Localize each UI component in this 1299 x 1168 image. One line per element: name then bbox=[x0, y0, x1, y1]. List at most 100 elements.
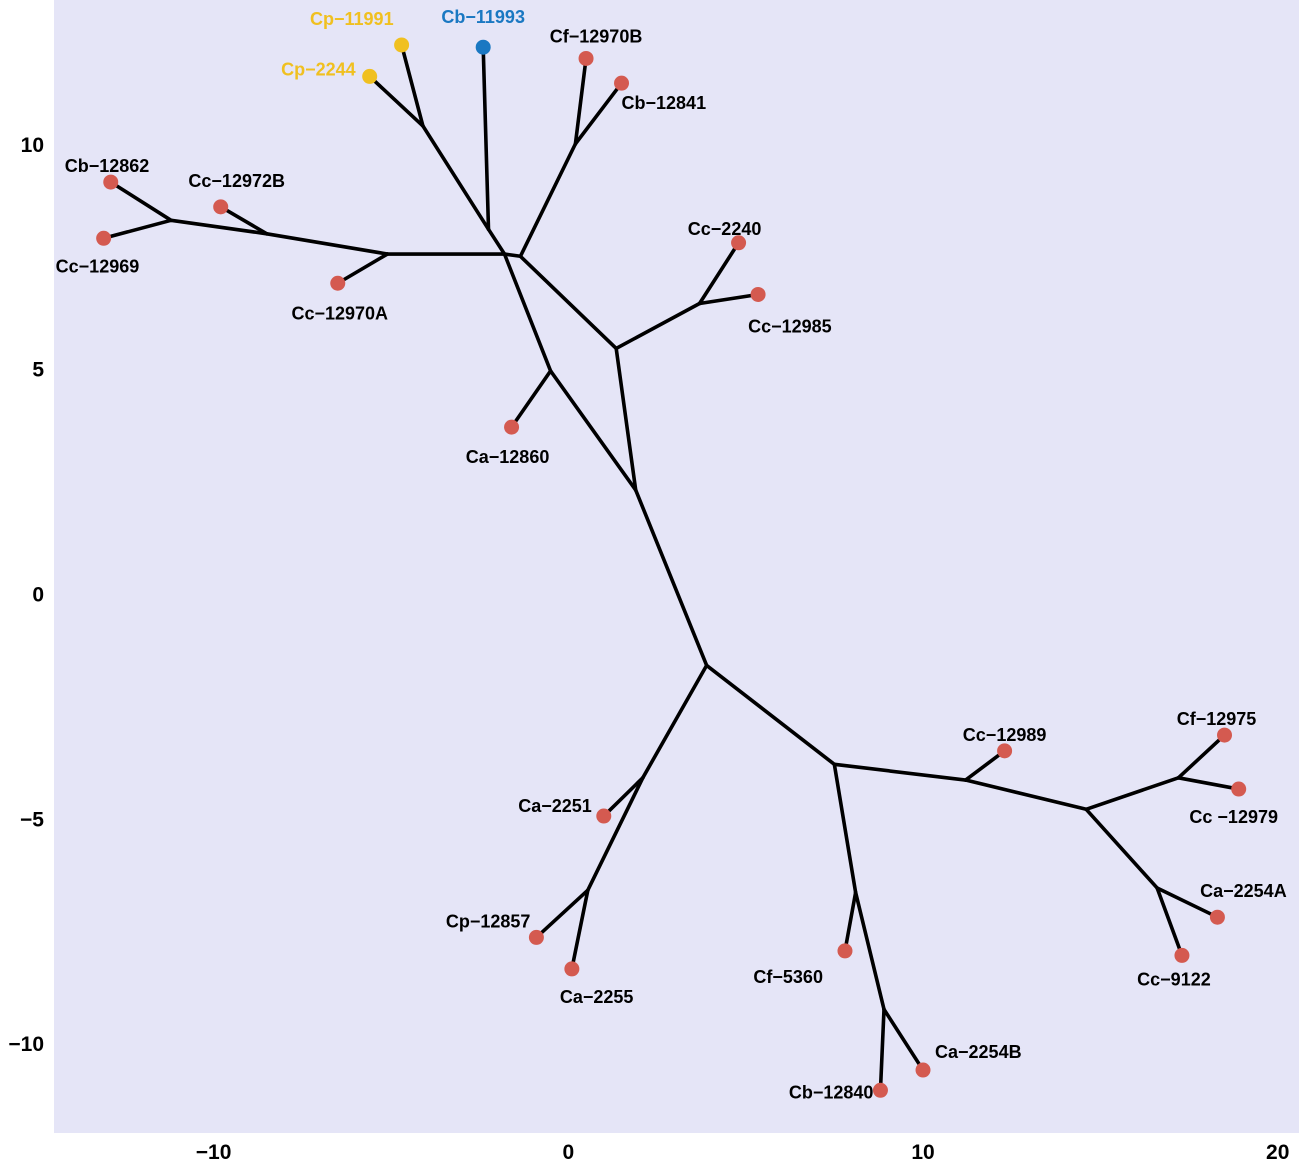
tip-point bbox=[394, 37, 410, 53]
branch-3 bbox=[486, 227, 507, 256]
y-tick-label: −10 bbox=[8, 1033, 44, 1056]
branch-12 bbox=[614, 301, 702, 351]
branch-9 bbox=[518, 142, 578, 259]
tip-point bbox=[596, 808, 612, 824]
tip-point bbox=[103, 174, 119, 190]
tip-label: Cc−12985 bbox=[748, 316, 832, 336]
y-tick-label: 0 bbox=[32, 583, 44, 606]
plot-background bbox=[54, 0, 1299, 1133]
tip-label: Ca−2254A bbox=[1200, 881, 1287, 901]
tip-label: Cf−5360 bbox=[753, 967, 823, 987]
tip-label: Cb−12841 bbox=[622, 93, 707, 113]
branch-18 bbox=[832, 762, 968, 782]
tip-point bbox=[750, 286, 766, 302]
branch-8 bbox=[502, 252, 523, 259]
x-axis-ticks: −10 0 10 20 bbox=[196, 1141, 1290, 1164]
branch-13 bbox=[641, 663, 709, 780]
branch-23 bbox=[367, 74, 425, 128]
x-tick-label: 20 bbox=[1266, 1141, 1289, 1164]
tip-point bbox=[1209, 909, 1225, 925]
tip-point bbox=[1174, 947, 1190, 963]
tip-point bbox=[362, 68, 378, 84]
tip-point bbox=[564, 961, 580, 977]
branch-21 bbox=[1084, 807, 1159, 890]
tip-point bbox=[96, 230, 112, 246]
tip-point bbox=[528, 929, 544, 945]
branch-2 bbox=[502, 252, 553, 373]
tip-point bbox=[837, 943, 853, 959]
branch-40 bbox=[963, 749, 1007, 782]
branch-25 bbox=[573, 56, 588, 146]
branch-44 bbox=[1155, 886, 1184, 958]
tip-label: Cc−9122 bbox=[1137, 969, 1211, 989]
branch-36 bbox=[570, 888, 590, 971]
branch-1 bbox=[548, 369, 638, 492]
branch-29 bbox=[218, 205, 269, 236]
tip-point bbox=[872, 1082, 888, 1098]
tip-point bbox=[330, 275, 346, 291]
tip-point bbox=[915, 1062, 931, 1078]
tip-label: Cb−12862 bbox=[65, 156, 150, 176]
tip-point bbox=[731, 235, 747, 251]
branch-39 bbox=[882, 1007, 925, 1072]
branch-31 bbox=[697, 240, 741, 306]
tip-label: Cc−12970A bbox=[291, 303, 388, 323]
tip-label: Cc−12972B bbox=[188, 171, 285, 191]
y-tick-label: 10 bbox=[21, 134, 44, 157]
tip-label: Cp−2244 bbox=[281, 59, 356, 79]
tip-point bbox=[213, 199, 229, 215]
x-tick-label: −10 bbox=[196, 1141, 232, 1164]
branch-26 bbox=[573, 81, 624, 146]
tip-label: Cp−12857 bbox=[446, 911, 531, 931]
branch-14 bbox=[586, 776, 645, 893]
tip-point bbox=[614, 75, 630, 91]
tip-label: Ca−2251 bbox=[518, 796, 592, 816]
y-tick-label: −5 bbox=[20, 808, 44, 831]
tip-label: Cc −12979 bbox=[1189, 807, 1278, 827]
branch-38 bbox=[878, 1007, 886, 1093]
branch-27 bbox=[108, 180, 173, 223]
branch-0 bbox=[633, 488, 709, 668]
branch-42 bbox=[1176, 776, 1241, 791]
tip-label: Ca−2255 bbox=[560, 987, 634, 1007]
branch-41 bbox=[1176, 733, 1227, 780]
branch-7 bbox=[169, 218, 269, 236]
tree-branches bbox=[101, 43, 1241, 1093]
tip-point bbox=[1217, 727, 1233, 743]
tip-label: Cb−11993 bbox=[441, 7, 525, 27]
branch-20 bbox=[1084, 776, 1181, 812]
branch-15 bbox=[704, 663, 837, 767]
tip-point bbox=[1231, 781, 1247, 797]
branch-19 bbox=[963, 778, 1088, 812]
branch-32 bbox=[697, 292, 760, 306]
y-tick-label: 5 bbox=[32, 359, 44, 382]
tip-point bbox=[997, 743, 1013, 759]
branch-33 bbox=[509, 369, 553, 429]
tree-tips bbox=[96, 37, 1247, 1098]
branch-37 bbox=[843, 890, 858, 953]
branch-4 bbox=[421, 124, 491, 232]
tip-point bbox=[475, 39, 491, 55]
y-axis-ticks: 10 5 0 −5 −10 bbox=[8, 134, 44, 1056]
tip-point bbox=[504, 419, 520, 435]
tip-label: Cp−11991 bbox=[310, 9, 394, 29]
branch-28 bbox=[101, 218, 173, 241]
x-tick-label: 10 bbox=[911, 1141, 934, 1164]
tip-label: Cc−2240 bbox=[688, 219, 762, 239]
tip-label: Cf−12975 bbox=[1177, 709, 1257, 729]
x-tick-label: 0 bbox=[562, 1141, 574, 1164]
branch-30 bbox=[335, 252, 390, 286]
tip-label: Cc−12969 bbox=[56, 256, 140, 276]
branch-17 bbox=[853, 890, 886, 1012]
tip-label: Ca−2254B bbox=[935, 1042, 1022, 1062]
tip-point bbox=[578, 50, 594, 66]
branch-6 bbox=[265, 231, 390, 256]
branch-34 bbox=[601, 776, 645, 818]
branch-16 bbox=[832, 762, 858, 895]
tip-label: Cf−12970B bbox=[550, 26, 643, 46]
tip-label: Cb−12840 bbox=[789, 1082, 874, 1102]
branch-24 bbox=[481, 45, 491, 232]
branch-22 bbox=[399, 43, 425, 128]
tip-label: Ca−12860 bbox=[466, 447, 550, 467]
